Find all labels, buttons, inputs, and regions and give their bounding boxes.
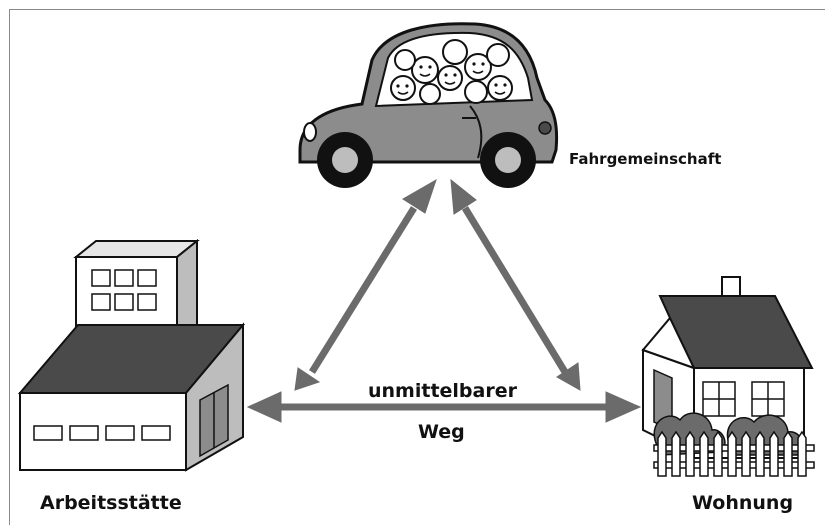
home-building	[641, 276, 815, 477]
arrow-work-car	[294, 178, 437, 391]
label-workplace: Arbeitsstätte	[40, 492, 182, 514]
diagram-frame	[9, 9, 825, 525]
label-home: Wohnung	[692, 492, 794, 514]
car-illustration	[298, 22, 559, 188]
workplace-building	[17, 238, 246, 472]
label-carpool: Fahrgemeinschaft	[569, 150, 722, 168]
label-direct-route-line2: Weg	[418, 421, 465, 443]
arrow-work-home	[246, 391, 642, 423]
label-direct-route-line1: unmittelbarer	[368, 380, 517, 402]
arrow-car-home	[450, 178, 581, 391]
passenger-faces	[390, 39, 513, 105]
